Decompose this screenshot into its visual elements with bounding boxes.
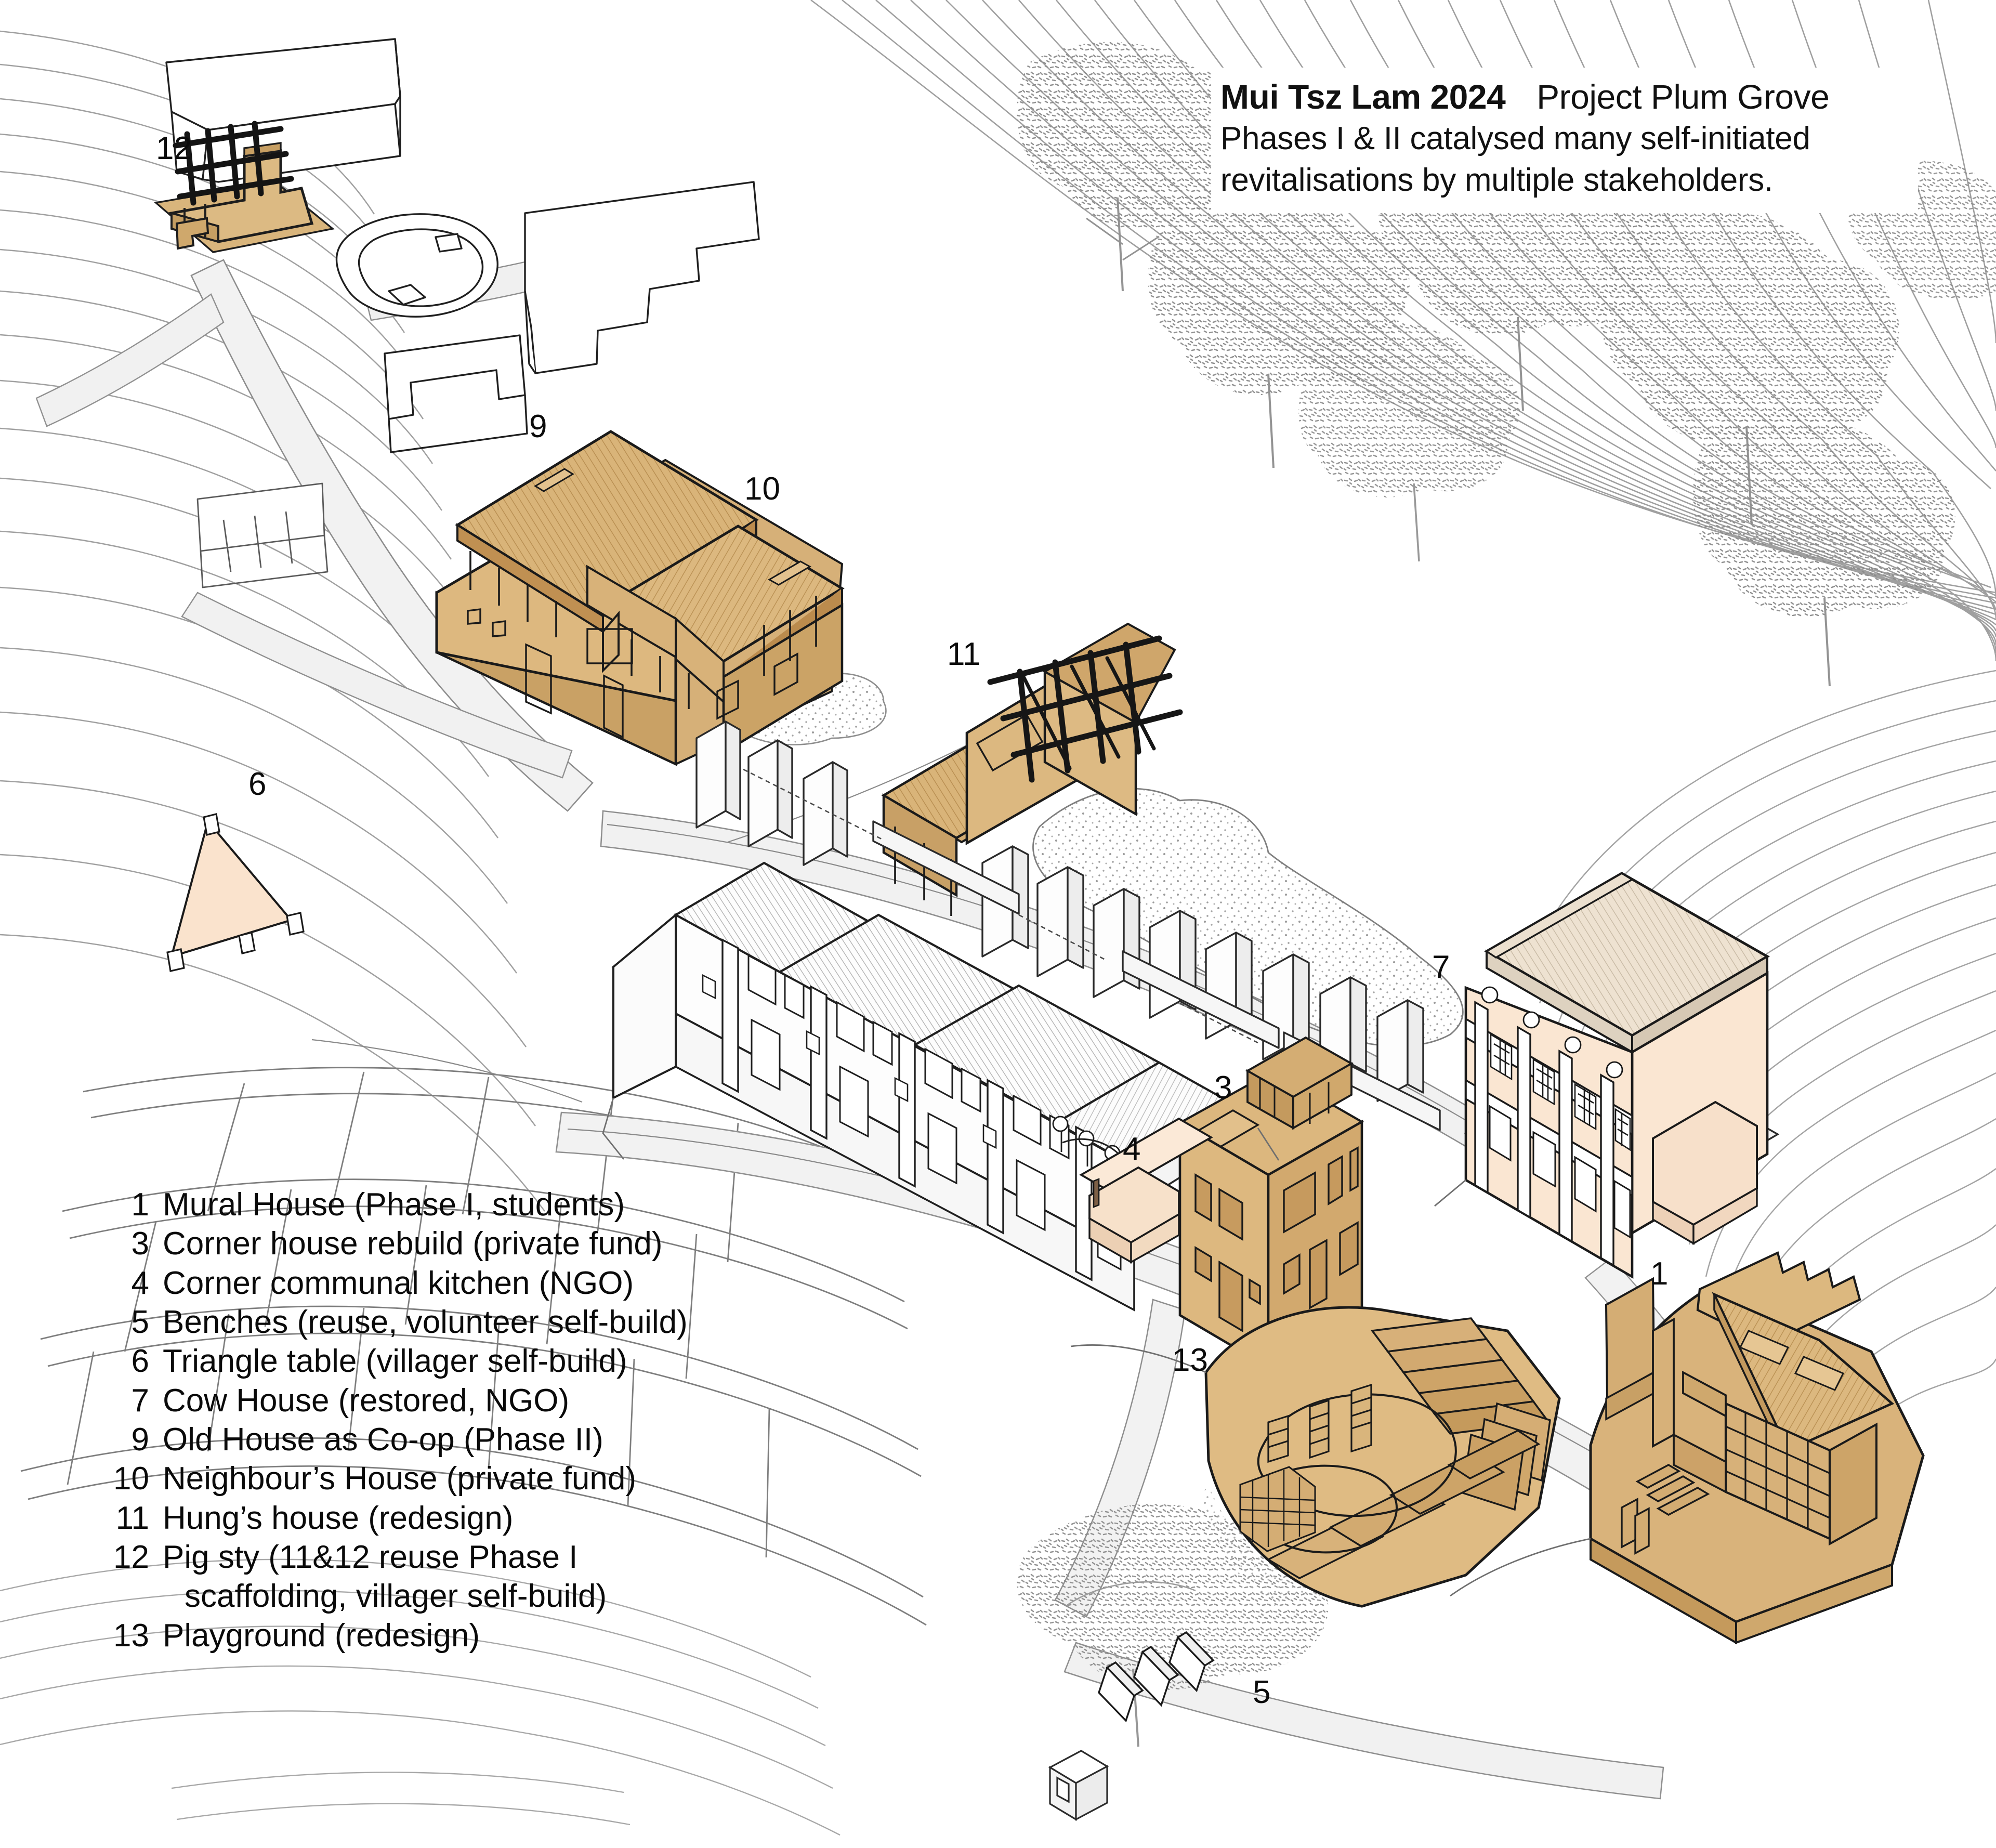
legend-item-12: 12 Pig sty (11&12 reuse Phase I — [101, 1538, 756, 1577]
legend-label: Corner house rebuild (private fund) — [163, 1226, 663, 1262]
legend-item-13: 13 Playground (redesign) — [101, 1616, 756, 1655]
project-title-line: Mui Tsz Lam 2024 Project Plum Grove — [1220, 76, 1909, 118]
terraced-village-row — [611, 861, 1260, 1312]
building-4-communal-kitchen — [1079, 1117, 1213, 1264]
legend-number: 10 — [113, 1461, 149, 1497]
building-6-triangle-table — [166, 813, 305, 972]
map-callout-12: 12 — [156, 130, 192, 166]
legend-label: Neighbour’s House (private fund) — [163, 1461, 636, 1497]
legend-item-12-continuation: scaffolding, villager self-build) — [101, 1577, 756, 1616]
small-shed-south — [1048, 1750, 1109, 1821]
map-callout-4: 4 — [1123, 1131, 1141, 1167]
legend-number: 1 — [131, 1187, 149, 1223]
retaining-wall-lines — [602, 1097, 1591, 1597]
legend-number: 3 — [131, 1226, 149, 1262]
terraced-fields — [20, 1067, 927, 1626]
map-callout-10: 10 — [744, 471, 780, 507]
legend-number: 11 — [115, 1500, 149, 1536]
map-callout-7: 7 — [1432, 949, 1450, 985]
ruined-wall-stubs — [695, 720, 1441, 1131]
building-13-playground — [1202, 1306, 1561, 1608]
legend-label: Hung’s house (redesign) — [163, 1500, 514, 1536]
legend-number: 7 — [131, 1382, 149, 1419]
building-12-pig-sty — [154, 121, 335, 253]
project-name: Mui Tsz Lam 2024 — [1220, 77, 1506, 116]
legend-item-1: 1 Mural House (Phase I, students) — [101, 1185, 756, 1224]
ruins-midwest — [196, 482, 329, 588]
legend-number: 6 — [131, 1343, 149, 1380]
map-callout-3: 3 — [1214, 1070, 1232, 1106]
building-11-hungs-house — [881, 622, 1183, 916]
project-subtitle: Project Plum Grove — [1537, 77, 1830, 116]
map-callout-9: 9 — [529, 409, 547, 444]
building-5-benches — [1098, 1631, 1215, 1723]
building-1-mural-house — [1589, 1251, 1925, 1645]
legend-item-9: 9 Old House as Co-op (Phase II) — [101, 1420, 756, 1459]
legend-item-10: 10 Neighbour’s House (private fund) — [101, 1459, 756, 1498]
map-callout-6: 6 — [248, 766, 267, 802]
ruin-steps — [743, 768, 1258, 1044]
map-callout-13: 13 — [1172, 1342, 1208, 1378]
legend-number: 5 — [131, 1304, 149, 1340]
legend-label: Old House as Co-op (Phase II) — [163, 1421, 603, 1458]
legend-number: 4 — [131, 1265, 149, 1301]
legend-label: Benches (reuse, volunteer self-build) — [163, 1304, 688, 1340]
building-7-cow-house — [1464, 872, 1780, 1279]
map-callout-1: 1 — [1650, 1256, 1669, 1292]
legend-item-6: 6 Triangle table (villager self-build) — [101, 1342, 756, 1381]
project-description-line-1: Phases I & II catalysed many self-initia… — [1220, 120, 1810, 156]
legend-label: Pig sty (11&12 reuse Phase I — [163, 1539, 578, 1575]
legend-number: 12 — [113, 1539, 149, 1575]
legend-label: Cow House (restored, NGO) — [163, 1382, 570, 1419]
legend: 1 Mural House (Phase I, students) 3 Corn… — [101, 1185, 756, 1655]
building-3-corner-house — [1177, 1036, 1364, 1370]
ruins-northwest — [165, 38, 760, 453]
title-block: Mui Tsz Lam 2024 Project Plum Grove Phas… — [1211, 68, 1918, 213]
legend-number: 13 — [113, 1617, 149, 1654]
legend-label: Mural House (Phase I, students) — [163, 1187, 625, 1223]
contours-southwest — [0, 1558, 841, 1836]
legend-item-3: 3 Corner house rebuild (private fund) — [101, 1224, 756, 1263]
legend-item-7: 7 Cow House (restored, NGO) — [101, 1381, 756, 1420]
legend-label: Playground (redesign) — [163, 1617, 480, 1654]
legend-item-4: 4 Corner communal kitchen (NGO) — [101, 1264, 756, 1303]
map-callout-11: 11 — [947, 636, 981, 672]
legend-number: 9 — [131, 1421, 149, 1458]
project-description-line-2: revitalisations by multiple stakeholders… — [1220, 162, 1773, 199]
legend-label: scaffolding, villager self-build) — [185, 1578, 607, 1615]
legend-item-5: 5 Benches (reuse, volunteer self-build) — [101, 1303, 756, 1342]
legend-label: Triangle table (villager self-build) — [163, 1343, 627, 1380]
legend-item-11: 11 Hung’s house (redesign) — [101, 1499, 756, 1538]
legend-label: Corner communal kitchen (NGO) — [163, 1265, 634, 1301]
map-callout-5: 5 — [1253, 1674, 1271, 1710]
